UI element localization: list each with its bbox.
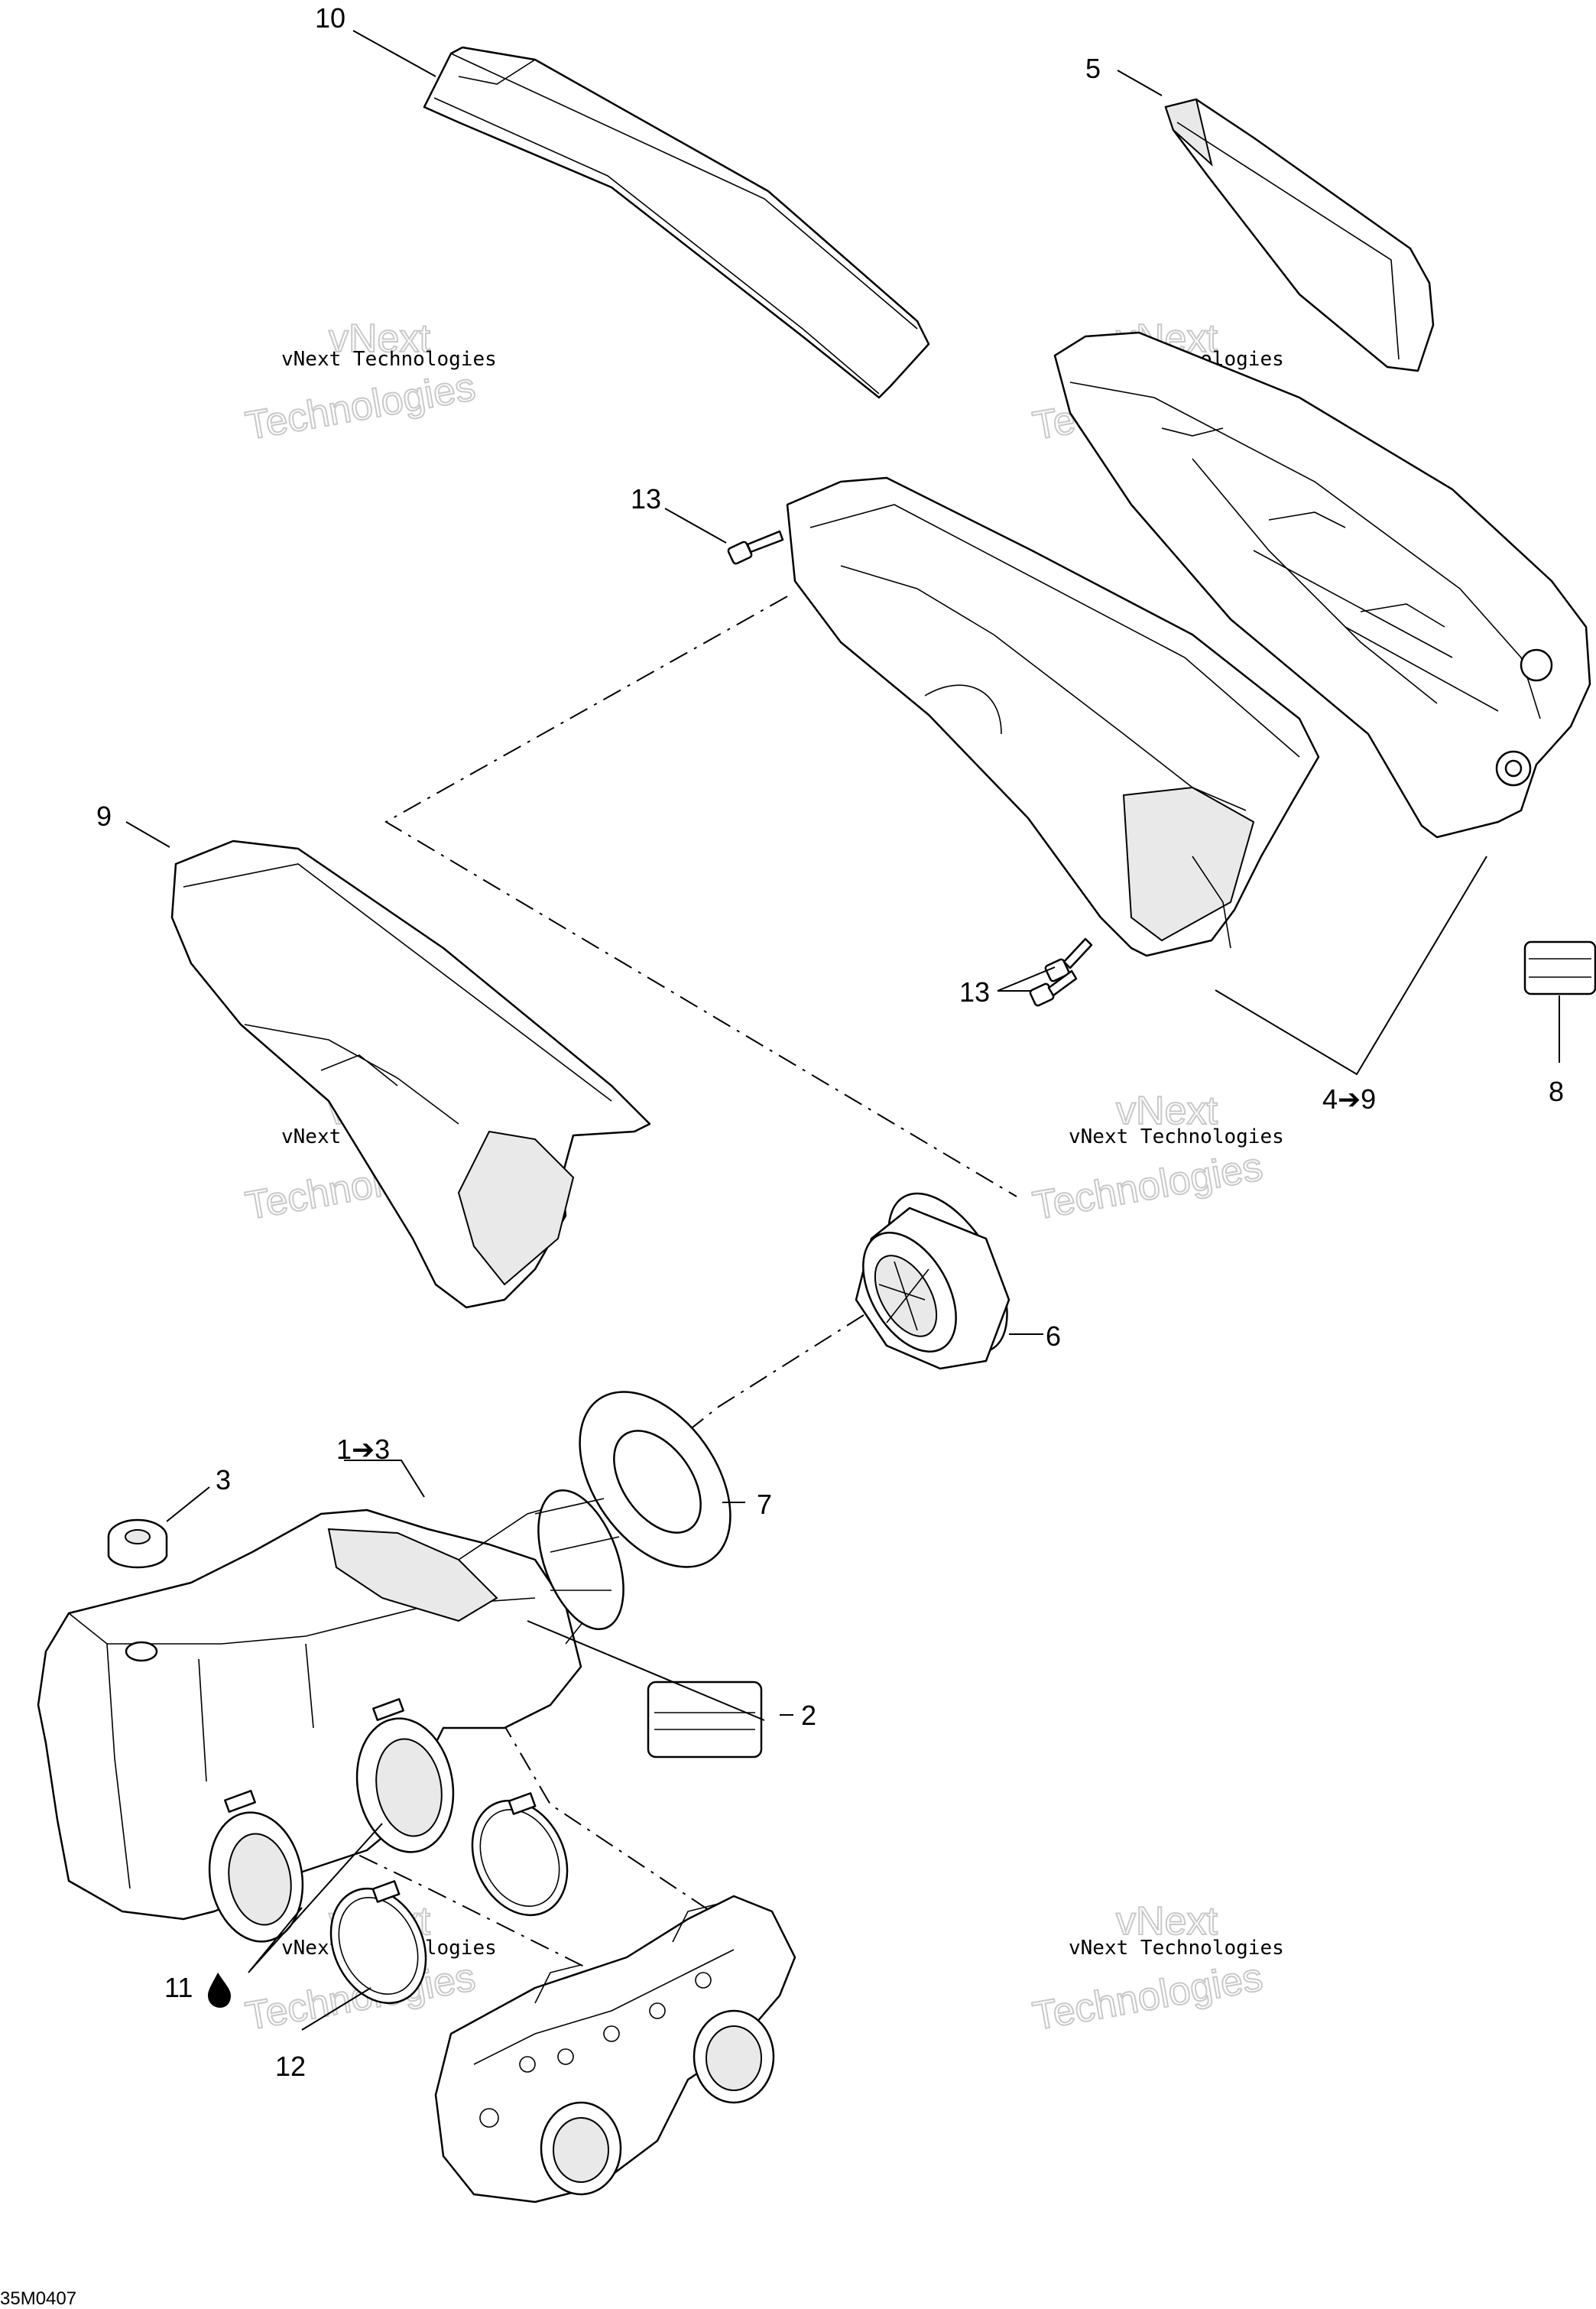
callout-3: 3 — [216, 1464, 231, 1495]
callout-4-to-9: 4➔9 — [1322, 1083, 1376, 1115]
diagram-reference-code: 35M0407 — [0, 2288, 76, 2309]
leader-9 — [125, 821, 170, 848]
watermark-bottom-right: vNext Technologies vNext Technologies — [1029, 1898, 1284, 2040]
part-10-top-cover — [423, 46, 930, 399]
leader-13-lower — [997, 966, 1056, 992]
part-6-adaptor — [855, 1192, 1010, 1370]
watermark-small-line1: vNext Technologies — [281, 348, 497, 371]
part-3-grommet — [107, 1518, 168, 1569]
callout-13-lower: 13 — [959, 976, 990, 1008]
callout-5: 5 — [1085, 53, 1101, 84]
watermark-top-left: vNext Technologies vNext Technologies — [242, 316, 497, 450]
part-2-label — [647, 1681, 763, 1759]
callout-8: 8 — [1549, 1076, 1564, 1107]
leader-4-to-9 — [1215, 856, 1487, 1076]
screw-lower-1 — [1044, 937, 1093, 982]
part-8-label — [1523, 940, 1596, 995]
watermark-big-line1: vNext — [329, 317, 430, 361]
leader-2-to-box — [527, 1620, 765, 1721]
leader-5 — [1117, 70, 1163, 96]
watermark-big-line2: Technologies — [242, 365, 478, 449]
part-13-screws — [727, 530, 1093, 1007]
assembly-line-throttle-2 — [443, 1620, 735, 1927]
part-4-lower-housing — [1053, 331, 1591, 839]
leader-3 — [166, 1486, 210, 1522]
assembly-lines — [221, 596, 1017, 1989]
callout-2: 2 — [801, 1700, 816, 1731]
part-9-left-silencer-cover — [170, 839, 651, 1309]
watermark-big-line1: vNext — [1116, 1089, 1218, 1133]
part-12-clamps — [329, 1792, 569, 2005]
leader-10 — [352, 30, 436, 77]
assembly-line-adaptor — [626, 1314, 864, 1480]
leader-11 — [248, 1823, 383, 1973]
part-1-air-silencer-box — [37, 1489, 624, 1943]
throttle-body-assembly — [434, 1895, 796, 2203]
callout-1-to-3: 1➔3 — [336, 1434, 390, 1465]
callout-labels: 10 5 13 13 9 4➔9 8 6 1➔3 3 7 2 11 12 — [96, 2, 1564, 2082]
watermark-small-line1: vNext Technologies — [1069, 1125, 1284, 1148]
watermark-big-line2: Technologies — [1030, 1955, 1266, 2039]
leader-lines — [125, 30, 1560, 2031]
callout-12: 12 — [275, 2051, 306, 2082]
oil-drop-icon — [208, 1973, 231, 2008]
leader-12 — [301, 1987, 371, 2031]
watermark-big-line1: vNext — [1116, 1899, 1218, 1944]
part-7-ring — [579, 1391, 732, 1568]
part-9-middle-housing — [786, 476, 1320, 957]
callout-13-upper: 13 — [631, 483, 661, 515]
callout-9: 9 — [96, 801, 112, 832]
callout-6: 6 — [1046, 1320, 1061, 1352]
assembly-line-upper — [384, 596, 1017, 1197]
watermark-small-line1: vNext Technologies — [1069, 1937, 1284, 1960]
part-5-side-cover — [1164, 98, 1435, 372]
screw-lower-2 — [1029, 969, 1078, 1007]
watermark-mid-right: vNext Technologies vNext Technologies — [1029, 1088, 1284, 1229]
leader-1-to-3 — [344, 1460, 425, 1498]
screw-upper — [727, 530, 784, 565]
leader-13-upper — [664, 508, 727, 544]
callout-10: 10 — [315, 2, 345, 34]
callout-11: 11 — [164, 1972, 193, 2003]
watermark-big-line2: Technologies — [1030, 1145, 1266, 1229]
callout-7: 7 — [757, 1489, 772, 1520]
